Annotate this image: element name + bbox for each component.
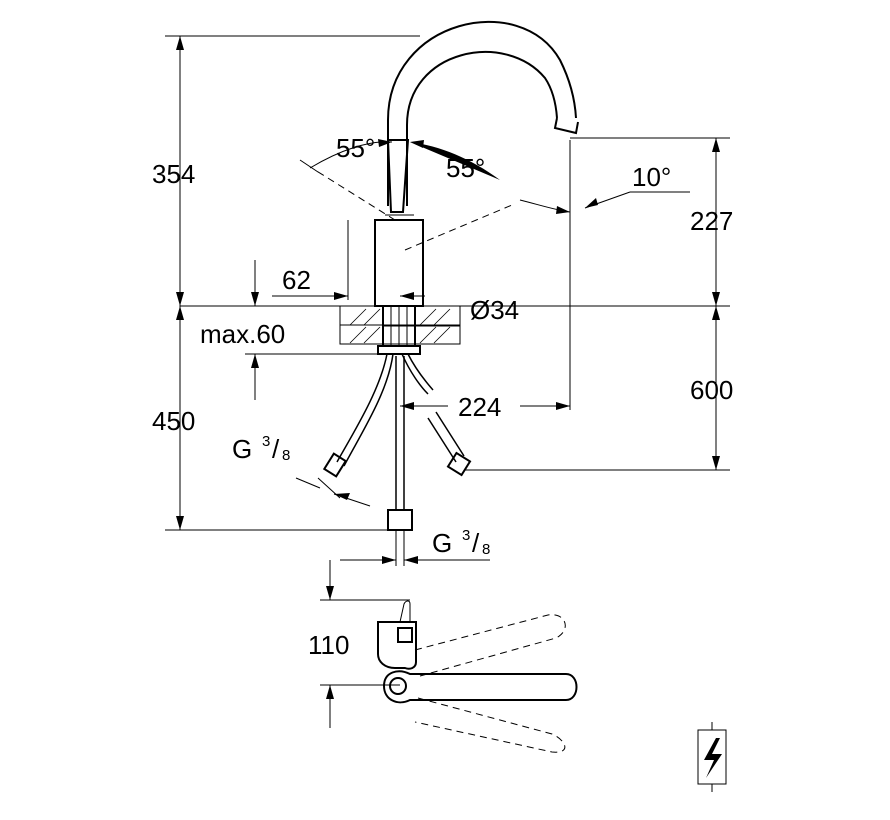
thread-left-slash: / bbox=[272, 434, 280, 464]
svg-text:3: 3 bbox=[262, 433, 270, 450]
thread-bottom-label: G 3 / 8 bbox=[432, 527, 490, 558]
lever-angle-left-line bbox=[314, 169, 396, 221]
faucet-top-view bbox=[320, 560, 578, 753]
lever-angle-right-label: 55° bbox=[446, 153, 485, 183]
faucet-body bbox=[180, 20, 730, 566]
hose-length-label: 600 bbox=[690, 375, 733, 405]
faucet-base bbox=[374, 219, 424, 307]
top-view-body bbox=[377, 621, 417, 670]
top-view-lever bbox=[382, 670, 578, 704]
svg-text:G: G bbox=[232, 434, 252, 464]
lever bbox=[386, 139, 410, 213]
below-counter-label: 450 bbox=[152, 406, 195, 436]
spout-angle-label: 10° bbox=[632, 162, 671, 192]
top-view-cartridge bbox=[397, 627, 413, 643]
spout-inner bbox=[406, 51, 558, 206]
spout-outer bbox=[387, 20, 577, 206]
dimension-labels: 354 450 227 600 62 Ø34 max.60 224 110 55… bbox=[152, 133, 733, 660]
lever-angle-right-line bbox=[404, 204, 513, 251]
svg-text:3: 3 bbox=[462, 527, 470, 544]
hole-diameter-label: Ø34 bbox=[470, 295, 519, 325]
svg-text:8: 8 bbox=[282, 447, 290, 464]
lightning-bolt-icon bbox=[697, 722, 727, 792]
counter-thickness-label: max.60 bbox=[200, 319, 285, 349]
lever-offset-label: 110 bbox=[308, 630, 349, 660]
overall-height-label: 354 bbox=[152, 159, 195, 189]
thread-bottom-slash: / bbox=[472, 528, 480, 558]
svg-text:G: G bbox=[432, 528, 452, 558]
svg-text:8: 8 bbox=[482, 541, 490, 558]
counter-block bbox=[339, 305, 461, 355]
reach-label: 224 bbox=[458, 392, 501, 422]
lever-position-left bbox=[414, 614, 566, 677]
base-width-label: 62 bbox=[282, 265, 311, 295]
spout-height-label: 227 bbox=[690, 206, 733, 236]
lever-angle-left-label: 55° bbox=[336, 133, 375, 163]
spout-tip bbox=[553, 117, 579, 135]
dimension-lines bbox=[165, 35, 730, 564]
thread-left-label: G 3 / 8 bbox=[232, 433, 290, 464]
lever-position-right bbox=[414, 697, 566, 753]
